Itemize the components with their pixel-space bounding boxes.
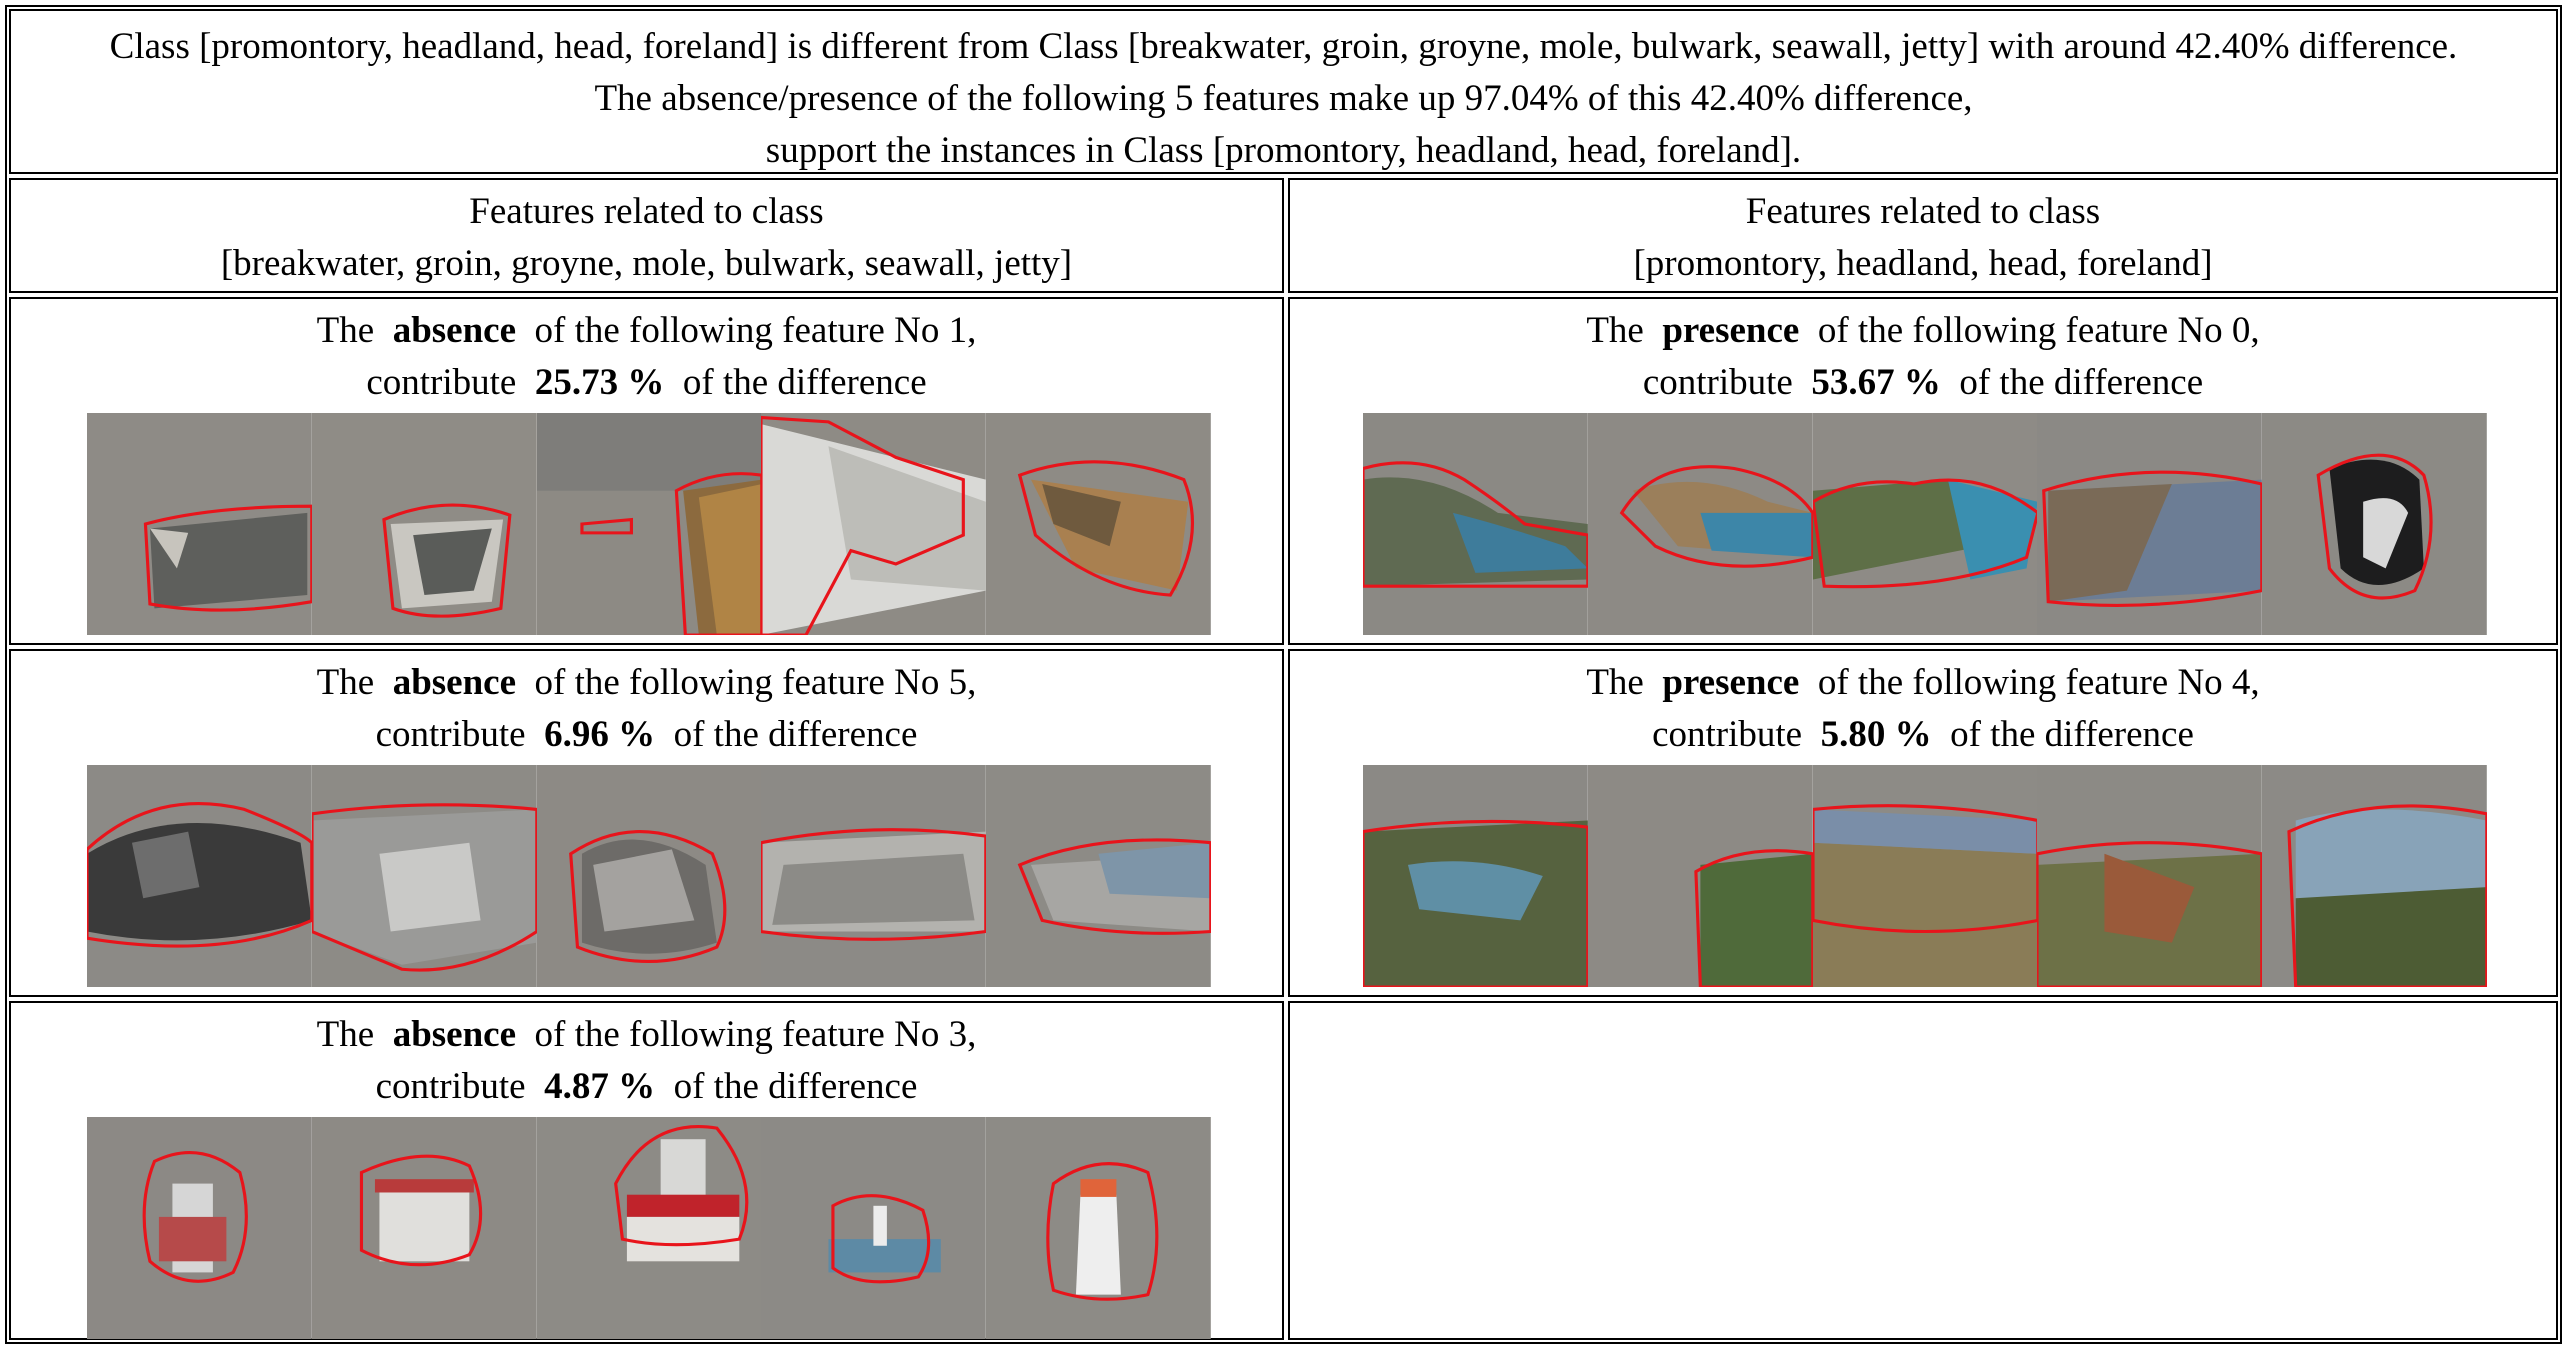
- example-image: [2037, 765, 2263, 987]
- feature-kind: absence: [392, 310, 517, 351]
- feature-percent: 4.87 %: [544, 1066, 656, 1107]
- feature-caption: The absence of the following feature No …: [316, 310, 977, 403]
- example-image: [536, 765, 762, 987]
- summary-line-3: support the instances in Class [promonto…: [765, 130, 1802, 171]
- example-image: [536, 413, 762, 635]
- example-image: [1363, 765, 1588, 987]
- column-header-left-line-2: [breakwater, groin, groyne, mole, bulwar…: [220, 243, 1073, 284]
- summary-header: Class [promontory, headland, head, forel…: [9, 9, 2558, 174]
- feature-image-strip: [1363, 413, 2487, 635]
- column-header-right-line-2: [promontory, headland, head, foreland]: [1633, 243, 2213, 284]
- example-image: [986, 413, 1211, 635]
- example-image: [986, 765, 1211, 987]
- feature-kind: presence: [1662, 310, 1800, 351]
- feature-cell-4: The presence of the following feature No…: [1288, 649, 2558, 997]
- example-image: [2037, 413, 2263, 635]
- feature-caption: The absence of the following feature No …: [316, 662, 977, 755]
- feature-caption: The absence of the following feature No …: [316, 1014, 977, 1107]
- summary-line-2: The absence/presence of the following 5 …: [594, 78, 1973, 119]
- feature-cell-0: The presence of the following feature No…: [1288, 297, 2558, 645]
- example-image: [2262, 413, 2487, 635]
- example-image: [2262, 765, 2487, 987]
- feature-image-strip: [1363, 765, 2487, 987]
- feature-number: 0,: [2231, 310, 2260, 351]
- feature-cell-3: The absence of the following feature No …: [9, 1001, 1284, 1340]
- column-header-right-line-1: Features related to class: [1745, 191, 2101, 232]
- feature-percent: 5.80 %: [1820, 714, 1932, 755]
- example-image: [761, 765, 987, 987]
- example-image: [761, 1117, 987, 1339]
- column-header-left-line-1: Features related to class: [469, 191, 824, 232]
- example-image: [1363, 413, 1588, 635]
- example-image: [87, 413, 312, 635]
- example-image: [311, 765, 537, 987]
- example-image: [536, 1117, 762, 1339]
- example-image: [311, 1117, 537, 1339]
- feature-percent: 53.67 %: [1811, 362, 1941, 403]
- example-image: [87, 765, 312, 987]
- feature-kind: absence: [392, 1014, 517, 1055]
- example-image: [986, 1117, 1211, 1339]
- feature-cell-1: The absence of the following feature No …: [9, 297, 1284, 645]
- example-image: [1587, 765, 1813, 987]
- feature-kind: absence: [392, 662, 517, 703]
- example-image: [1812, 765, 2038, 987]
- figure-frame: [5, 5, 2562, 1344]
- feature-kind: presence: [1662, 662, 1800, 703]
- example-image: [87, 1117, 312, 1339]
- feature-image-strip: [87, 1117, 1211, 1339]
- feature-cell-5: The absence of the following feature No …: [9, 649, 1284, 997]
- feature-number: 1,: [948, 310, 977, 351]
- feature-percent: 6.96 %: [544, 714, 656, 755]
- feature-image-strip: [87, 413, 1211, 635]
- summary-text: Class [promontory, headland, head, forel…: [11, 21, 2556, 177]
- column-header-right: Features related to class [promontory, h…: [1288, 178, 2558, 293]
- feature-number: 4,: [2231, 662, 2260, 703]
- example-image: [311, 413, 537, 635]
- feature-caption: The presence of the following feature No…: [1586, 662, 2260, 755]
- feature-number: 3,: [948, 1014, 977, 1055]
- feature-image-strip: [87, 765, 1211, 987]
- feature-percent: 25.73 %: [534, 362, 665, 403]
- example-image: [1812, 413, 2038, 635]
- feature-number: 5,: [948, 662, 977, 703]
- column-header-left: Features related to class [breakwater, g…: [9, 178, 1284, 293]
- summary-line-1: Class [promontory, headland, head, forel…: [109, 26, 2458, 67]
- feature-caption: The presence of the following feature No…: [1586, 310, 2260, 403]
- example-image: [761, 413, 987, 635]
- empty-cell: [1288, 1001, 2558, 1340]
- example-image: [1587, 413, 1813, 635]
